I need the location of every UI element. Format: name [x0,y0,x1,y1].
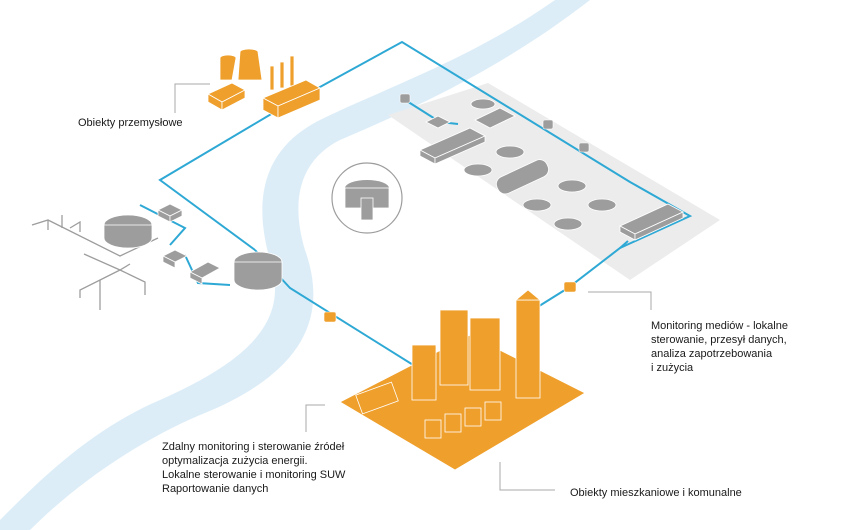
label-industrial-facilities: Obiekty przemysłowe [78,117,183,129]
telemetry-modules [323,93,590,323]
industrial-facilities [207,48,321,119]
treatment-plant-area [388,83,720,280]
leader-line-industrial [174,83,210,113]
water-treatment-station [103,203,283,291]
leader-line-remote [305,404,325,432]
river [0,0,590,530]
label-utility-monitoring: Monitoring mediów - lokalne sterowanie, … [651,320,788,374]
central-control-facility [331,162,403,234]
label-residential-facilities: Obiekty mieszkaniowe i komunalne [570,487,742,499]
leader-line-monitoring [588,291,652,310]
wastewater-plant-structures [419,98,684,241]
label-remote-monitoring: Zdalny monitoring i sterowanie źródeł op… [162,441,346,495]
leader-line-residential [499,462,555,491]
city-district [339,289,586,471]
